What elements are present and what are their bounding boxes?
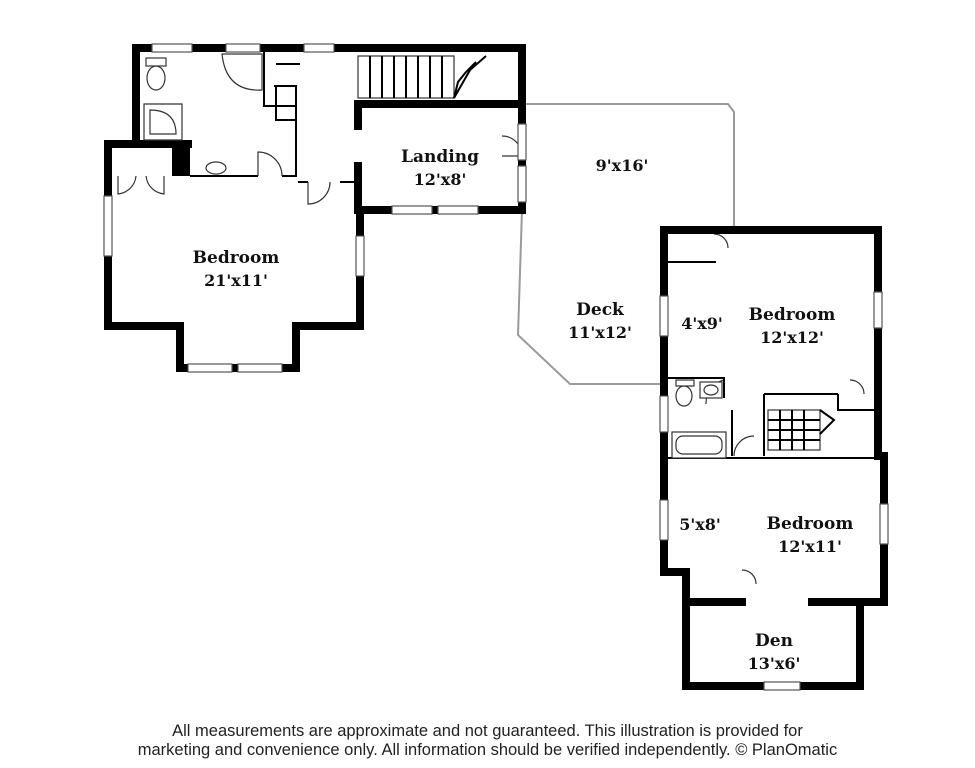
doors [117, 135, 865, 585]
room-size-closet-4x9: 4'x9' [681, 314, 723, 333]
disclaimer: All measurements are approximate and not… [0, 722, 975, 760]
room-label-deck: Deck [576, 300, 625, 320]
room-label-den: Den [755, 631, 793, 651]
floor-plan: Bedroom 21'x11' Landing 12'x8' 9'x16' De… [103, 43, 889, 691]
bathroom-fixtures-right [671, 379, 727, 459]
room-size-closet-5x8: 5'x8' [679, 515, 721, 534]
windows-left [103, 43, 527, 373]
room-size-landing: 12'x8' [414, 170, 467, 189]
room-size-bedroom-main: 21'x11' [204, 271, 268, 290]
room-label-bedroom-2: Bedroom [749, 305, 836, 325]
room-size-bedroom-3: 12'x11' [778, 537, 842, 556]
deck-outline [516, 103, 735, 385]
room-label-bedroom-3: Bedroom [767, 514, 854, 534]
room-size-den: 13'x6' [748, 654, 801, 673]
room-size-deck: 11'x12' [568, 323, 632, 342]
stairs-upper [357, 55, 487, 99]
disclaimer-line-1: All measurements are approximate and not… [172, 722, 803, 740]
stairs-lower [767, 409, 836, 451]
bathroom-fixtures-left [143, 53, 263, 175]
room-size-bedroom-2: 12'x12' [760, 328, 824, 347]
room-size-deck-upper: 9'x16' [596, 156, 649, 175]
room-label-bedroom-main: Bedroom [193, 248, 280, 268]
room-label-landing: Landing [401, 147, 479, 167]
windows-right [659, 291, 889, 691]
left-wing-interior [190, 52, 358, 183]
disclaimer-line-2: marketing and convenience only. All info… [137, 741, 838, 759]
